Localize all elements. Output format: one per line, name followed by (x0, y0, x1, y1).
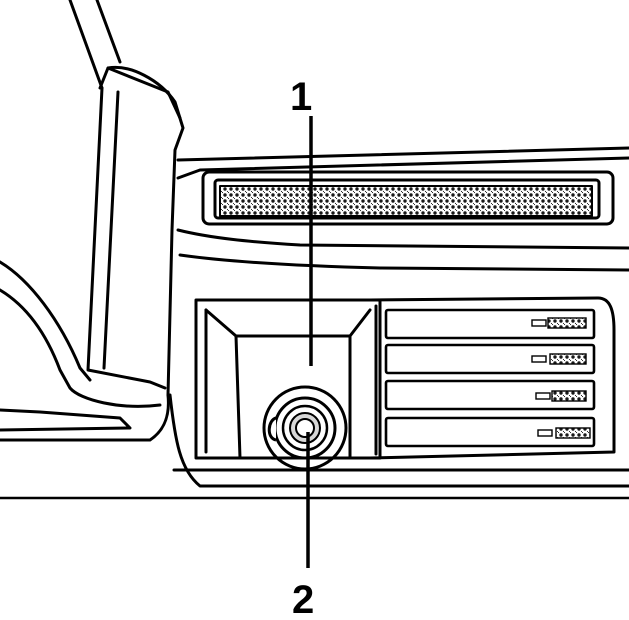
switch-stack (384, 308, 596, 448)
indicator-slot-1 (531, 319, 547, 327)
switch-slot-1[interactable] (384, 308, 596, 340)
grip-slot-2 (549, 353, 587, 365)
indicator-slot-4 (537, 429, 553, 437)
ignition-lock (262, 385, 348, 471)
callout-leaders (306, 116, 313, 568)
indicator-slot-2 (531, 355, 547, 363)
switch-slot-2[interactable] (384, 343, 596, 375)
grip-slot-3 (551, 390, 587, 402)
callout-label-1: 1 (290, 75, 312, 119)
callout-label-2: 2 (292, 578, 314, 620)
grip-slot-4 (555, 427, 591, 439)
air-vent-grille (201, 170, 615, 226)
switch-slot-3[interactable] (384, 379, 596, 411)
switch-indicators (531, 317, 591, 439)
grip-slot-1 (547, 317, 587, 329)
console-panel (0, 146, 629, 500)
indicator-slot-3 (535, 392, 551, 400)
gear-lever-boot (0, 0, 185, 442)
switch-slot-4[interactable] (384, 416, 596, 448)
switch-module (368, 296, 616, 460)
